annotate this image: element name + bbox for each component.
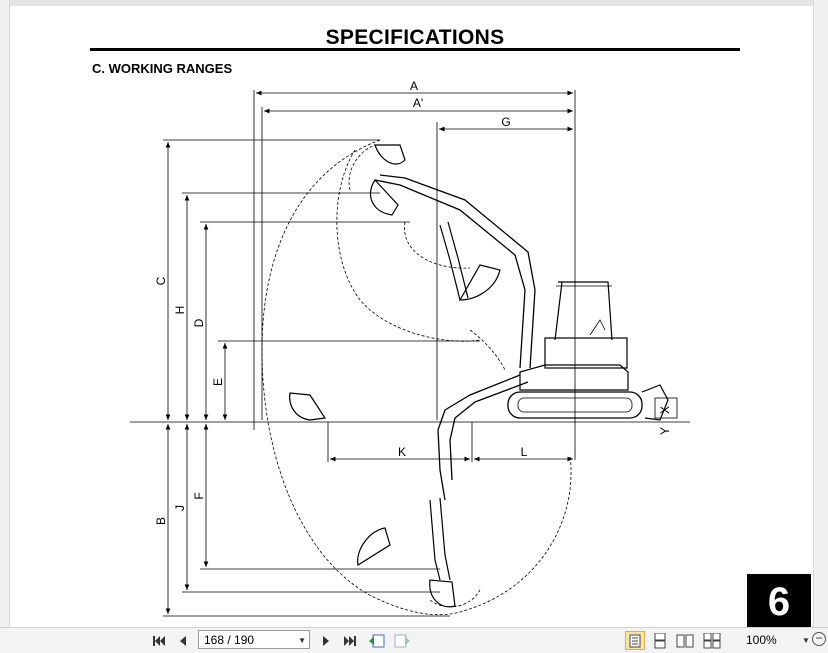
single-page-icon[interactable]: [625, 631, 645, 650]
bucket-ground-reach: [289, 392, 327, 421]
bucket-lowest-position: [429, 579, 456, 608]
label-a: A: [410, 79, 418, 93]
section-heading: C. WORKING RANGES: [92, 61, 233, 76]
arm-upper-position: [439, 221, 469, 301]
viewer-top-border: [0, 0, 828, 6]
bucket-high-position: [370, 179, 399, 216]
crawler-track: [507, 391, 643, 419]
facing-icon[interactable]: [675, 631, 695, 650]
working-ranges-diagram: A A' G K L C H D E B J F X Y: [130, 79, 690, 617]
bucket-deep-reach: [357, 527, 391, 566]
label-l: L: [521, 445, 528, 459]
page-number-field[interactable]: 168 / 190 ▼: [198, 630, 310, 649]
zoom-level[interactable]: 100%: [746, 633, 777, 647]
digging-envelope-outer: [261, 139, 572, 616]
bucket-top-position: [374, 144, 406, 165]
bucket-upper-position: [458, 264, 501, 301]
swing-arc: [469, 329, 506, 371]
label-e: E: [211, 378, 225, 386]
blade-arm: [654, 397, 678, 419]
label-c: C: [154, 276, 168, 285]
upper-structure: [519, 364, 629, 391]
label-d: D: [192, 318, 206, 327]
viewer-toolbar: 168 / 190 ▼ 100% ▼ −: [0, 627, 828, 653]
chapter-tab: 6: [747, 574, 811, 627]
dozer-blade: [641, 384, 669, 421]
cab-canopy: [554, 281, 613, 341]
label-g: G: [501, 115, 510, 129]
arm-lower-position: [429, 497, 451, 581]
zoom-out-icon[interactable]: −: [812, 632, 826, 646]
next-view-icon[interactable]: [393, 631, 411, 650]
crawler-rollers: [517, 397, 633, 413]
boom-upper-position: [374, 179, 526, 369]
continuous-facing-icon[interactable]: [702, 631, 722, 650]
label-x: X: [658, 406, 672, 414]
label-y: Y: [658, 427, 672, 435]
document-viewer: SPECIFICATIONS C. WORKING RANGES: [0, 0, 828, 627]
zoom-dropdown-icon[interactable]: ▼: [802, 636, 810, 645]
label-f: F: [192, 492, 206, 499]
title-rule: [90, 48, 740, 51]
label-j: J: [173, 505, 187, 511]
page-number-value: 168 / 190: [204, 633, 255, 647]
label-b: B: [154, 517, 168, 525]
continuous-icon[interactable]: [650, 631, 670, 650]
chevron-down-icon[interactable]: ▼: [298, 636, 306, 645]
digging-envelope-inner: [336, 149, 481, 342]
label-k: K: [398, 445, 406, 459]
engine-cover: [544, 337, 628, 369]
previous-page-icon[interactable]: [175, 631, 191, 650]
previous-view-icon[interactable]: [368, 631, 386, 650]
label-h: H: [173, 306, 187, 315]
first-page-icon[interactable]: [151, 631, 167, 650]
page-title: SPECIFICATIONS: [325, 26, 505, 49]
bucket-arc-top: [348, 144, 376, 191]
operator-seat: [589, 319, 606, 336]
page-left-margin: [0, 0, 10, 627]
label-a-prime: A': [413, 96, 423, 110]
boom-lower-edge: [449, 381, 529, 481]
last-page-icon[interactable]: [342, 631, 358, 650]
next-page-icon[interactable]: [318, 631, 334, 650]
boom-upper-edge: [379, 174, 536, 369]
vertical-scrollbar[interactable]: [813, 0, 828, 627]
boom-lower-position: [437, 374, 521, 501]
bucket-arc-bottom: [429, 589, 481, 608]
